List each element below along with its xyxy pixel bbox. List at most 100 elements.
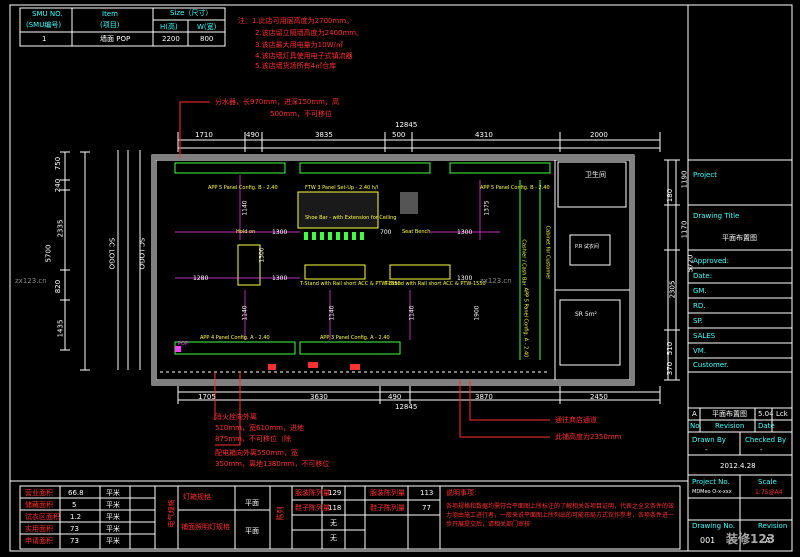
bt-remark-head: 说明事项: [446,489,477,497]
bt-left-value: 73 [70,525,79,533]
inner-dim: 1300 [272,229,288,236]
tb-proj-no-val: MDMeo O-x-xxx [692,489,732,495]
col3-sub-h: H(高) [160,23,178,31]
tb-project-no: Project No. [692,478,730,486]
bt-left-value: 66.8 [68,489,84,497]
note-1: 注：1.此店可用层高度为2700mm。 [238,17,354,25]
tb-drawn-by: Drawn By [692,436,726,444]
label-tstand-1: T-Stand with Rail short ACC & PTW-1550 [300,281,401,287]
label-tstand-2: T-Stand with Rail short ACC & PTW-1550 [385,281,486,287]
dim-left-1: 750 [54,156,63,171]
tb-drawing-no: Drawing No. [692,522,735,530]
tb-row: GM. [693,287,707,295]
label-cashier: Cashier / Cash Bar [520,239,527,286]
bt-mid3-value: 77 [422,504,431,512]
dim-right-5: 2305 [668,280,677,299]
tb-drawing-title: 平面布置图 [722,234,757,242]
dim-top-3: 3835 [315,131,333,139]
tb-row: SP. [693,317,703,325]
title-block-grid [688,159,792,551]
dim-top-4: 500 [392,131,406,139]
bt-left-label: 储藏面积 [25,501,53,509]
tb-project-label: Project [693,171,717,179]
bt-mid2-label: 服装陈列量 [295,489,330,497]
inner-dim: 1140 [241,305,249,321]
bottom-note-2: 510mm，宽610mm，进地 [215,424,304,432]
note-5: 5.该店墙货场所有4㎡仓库 [255,62,337,70]
tb-no-label: No. [690,422,702,430]
bt-left-value: 73 [70,537,79,545]
watermark-mid: zx123.cn [480,277,512,285]
label-sc-logo-1: SC LOGO [107,237,116,270]
tb-date-label: Date [758,422,775,430]
inner-dim: 1140 [408,305,416,321]
header-table-grid [19,7,226,47]
watermark-left: zx123.cn [15,277,47,285]
right-note-2: 此铺高度为2350mm [555,433,622,441]
row-h: 2200 [162,35,180,43]
dim-bot-2: 3630 [310,393,328,401]
col1-sub: (SMU编号) [26,21,62,29]
tb-rev-val: A [765,536,771,545]
label-sc-logo-2: SC LOGO [137,237,146,270]
bt-left-unit: 平米 [106,489,120,497]
tb-revision-label: Revision [715,422,745,430]
bt-mid-label: 灯箱规格 [183,493,211,501]
note-4: 4.该店墙灯具使用电子式镇流器 [255,52,353,60]
inner-dim: 700 [380,229,392,236]
tb-dash1: - [705,446,708,454]
dim-bot-5: 2450 [590,393,608,401]
label-app-top-right: APP 5 Panel Config. B - 2.40 [480,185,550,191]
inner-dim: 1300 [272,275,288,282]
dim-top-2: 490 [246,131,260,139]
dim-left-3: 2335 [56,219,65,238]
dim-top-5: 4310 [475,131,493,139]
bt-mid2-value: 118 [328,504,342,512]
tb-row: Date: [693,272,713,280]
right-note-1: 通往商店通道 [555,416,597,424]
tb-scale: Scale [758,478,777,486]
bt-mid3-value: 113 [420,489,434,497]
bt-left-label: 试衣区面积 [25,513,60,521]
inner-dim: 1300 [457,275,473,282]
bt-mid2-head: 陈列 [276,506,285,521]
wall-hatch [152,155,634,385]
bottom-note-4: 配电箱向外离550mm，宽 [215,449,298,457]
dim-bot-1: 1705 [198,393,216,401]
dim-right-2: 1170 [680,220,689,239]
bt-left-unit: 平米 [106,537,120,545]
inner-dim: 1280 [193,275,209,282]
label-app-bottom-mid: APP 3 Panel Config. A - 2.40 [320,335,390,341]
bt-left-value: 5 [72,501,77,509]
label-ftw-top: FTW 3 Panel Set-Up - 2.40 h/l [305,185,379,191]
bottom-note-3: 875mm，不可移位（除 [215,435,291,443]
tb-dwg-val: 001 [700,536,716,545]
bt-mid-value: 平面 [245,499,259,507]
logo-watermark: 装修123 [726,532,776,546]
label-app-right: APP 5 Panel Config. A - 2.40 [522,287,529,358]
bt-left-unit: 平米 [106,501,120,509]
dim-top-1: 1710 [195,131,213,139]
tb-revision: Revision [758,522,788,530]
label-pr: P.R 试衣间 [575,244,599,250]
bt-mid3-label: 鞋子陈列量 [370,504,405,512]
bt-mid2-value: 129 [328,489,342,497]
dim-right-3: 180 [666,188,675,203]
inner-dim: 1300 [457,229,473,236]
tb-date-val: 2012.4.28 [720,462,756,470]
label-shoe-bar: Shoe Bar - with Extension for Ceiling [305,215,397,221]
inner-dim: 1140 [241,200,249,216]
row-no: 1 [42,35,47,43]
label-app-top-left: APP 5 Panel Config. B - 2.40 [208,185,278,191]
note-2: 2.该店留立隔墙高度为2400mm。 [255,29,364,37]
bottom-table-grid [19,485,681,550]
dim-left-6: 1435 [56,319,65,338]
inner-dim: 1300 [258,247,266,263]
col1-head: SMU NO. [32,10,63,18]
label-seat: Seat Bench [402,229,431,235]
tb-row: RD. [693,302,706,310]
bt-left-value: 1.2 [70,513,82,521]
dim-right-6: 510 [666,341,675,356]
dim-right-1: 1190 [680,170,689,189]
bt-mid2-label: 鞋子陈列量 [295,504,330,512]
